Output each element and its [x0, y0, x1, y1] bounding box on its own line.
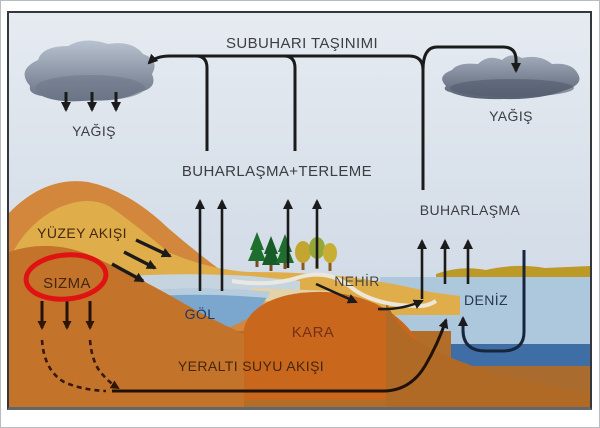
label-infiltration: SIZMA [43, 275, 91, 292]
label-precipitation-right: YAĞIŞ [489, 108, 533, 124]
lake-surface-highlight [136, 288, 270, 298]
rain-arrows-left [61, 92, 121, 112]
pine-trees [248, 232, 294, 271]
label-river: NEHİR [334, 272, 380, 289]
vapor-transport-lines [147, 45, 521, 190]
infiltration-arrows [37, 301, 95, 330]
label-precipitation-left: YAĞIŞ [72, 123, 116, 139]
label-lake: GÖL [185, 305, 216, 322]
label-groundwater-flow: YERALTI SUYU AKIŞI [178, 358, 324, 374]
groundwater-flow-line [112, 318, 449, 393]
infiltration-highlight-ellipse [23, 252, 109, 302]
foreground-hill [9, 245, 244, 407]
sea-evaporation-arrows [417, 239, 473, 299]
surface-runoff-arrows [111, 238, 172, 283]
river-channel [231, 272, 438, 309]
diagram-canvas: SUBUHARI TAŞINIMI YAĞIŞ YAĞIŞ BUHARLAŞMA… [9, 13, 590, 407]
label-evaporation-transpiration: BUHARLAŞMA+TERLEME [182, 163, 372, 180]
evapotranspiration-arrows [195, 199, 322, 291]
label-vapor-transport: SUBUHARI TAŞINIMI [226, 35, 378, 52]
rain-cloud-right [442, 55, 580, 100]
deciduous-trees [295, 237, 337, 271]
label-sea: DENİZ [464, 291, 508, 308]
coast-shore-wedge [386, 300, 590, 407]
river-flow-arrows [315, 282, 424, 311]
label-evaporation-sea: BUHARLAŞMA [420, 202, 521, 218]
label-land: KARA [292, 324, 334, 341]
land-hill [243, 291, 433, 400]
percolation-dashed-paths [40, 339, 120, 393]
label-surface-runoff: YÜZEY AKIŞI [37, 224, 127, 241]
water-cycle-diagram: SUBUHARI TAŞINIMI YAĞIŞ YAĞIŞ BUHARLAŞMA… [7, 11, 592, 410]
sea-circulation-loop [458, 250, 526, 353]
